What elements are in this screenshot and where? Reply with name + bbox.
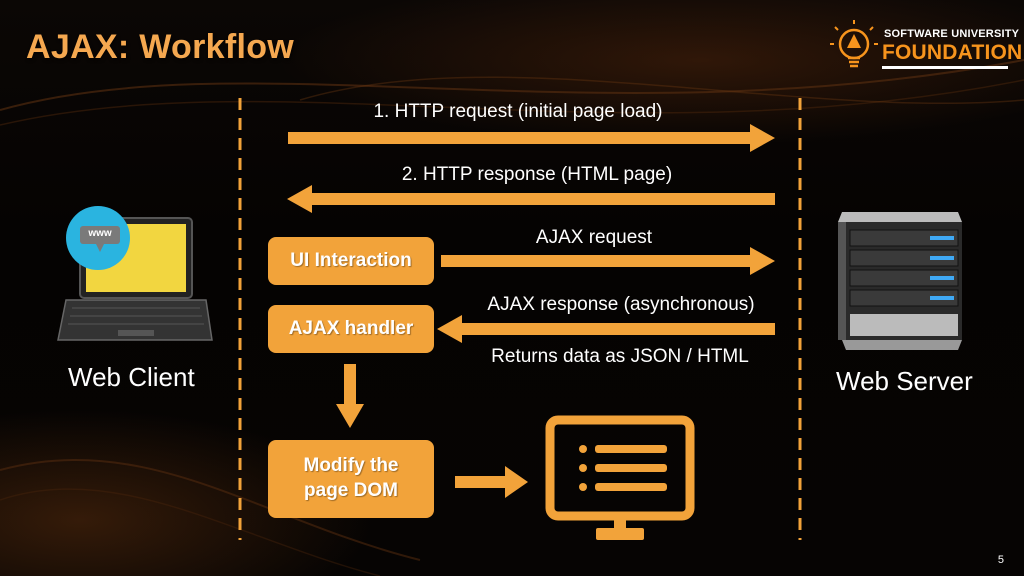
http-response-arrow xyxy=(287,185,775,213)
http-request-arrow xyxy=(288,124,775,152)
flow-label-1: 1. HTTP request (initial page load) xyxy=(373,101,663,122)
flow-label-2: 2. HTTP response (HTML page) xyxy=(401,164,673,185)
ui-interaction-box: UI Interaction xyxy=(268,237,434,285)
down-arrow xyxy=(336,364,364,428)
modify-dom-label-line2: page DOM xyxy=(304,480,398,501)
web-client-label: Web Client xyxy=(68,362,195,392)
lightbulb-icon xyxy=(830,20,878,68)
monitor-icon xyxy=(545,415,695,540)
ui-interaction-label: UI Interaction xyxy=(290,249,412,271)
modify-dom-label-line1: Modify the xyxy=(303,455,399,477)
server-icon xyxy=(838,212,962,350)
ajax-handler-box: AJAX handler xyxy=(268,305,434,353)
ajax-request-arrow xyxy=(441,247,775,275)
www-badge-text: www xyxy=(88,228,112,239)
logo-top-text: SOFTWARE UNIVERSITY xyxy=(884,28,1020,40)
returns-note: Returns data as JSON / HTML xyxy=(491,346,749,367)
flow-label-4: AJAX response (asynchronous) xyxy=(487,294,755,315)
www-globe-icon xyxy=(66,206,130,270)
page-number: 5 xyxy=(997,554,1004,566)
modify-dom-box: Modify the page DOM xyxy=(268,440,434,518)
ajax-handler-label: AJAX handler xyxy=(288,317,414,339)
logo-underline xyxy=(882,66,1008,69)
web-server-label: Web Server xyxy=(836,366,973,396)
flow-label-3: AJAX request xyxy=(535,227,653,248)
to-dom-arrow xyxy=(455,466,528,498)
logo-main-text: FOUNDATION xyxy=(882,41,1023,64)
ajax-response-arrow xyxy=(437,315,775,343)
softuni-logo: SOFTWARE UNIVERSITY FOUNDATION xyxy=(830,20,1022,76)
slide-title: AJAX: Workflow xyxy=(26,28,295,66)
